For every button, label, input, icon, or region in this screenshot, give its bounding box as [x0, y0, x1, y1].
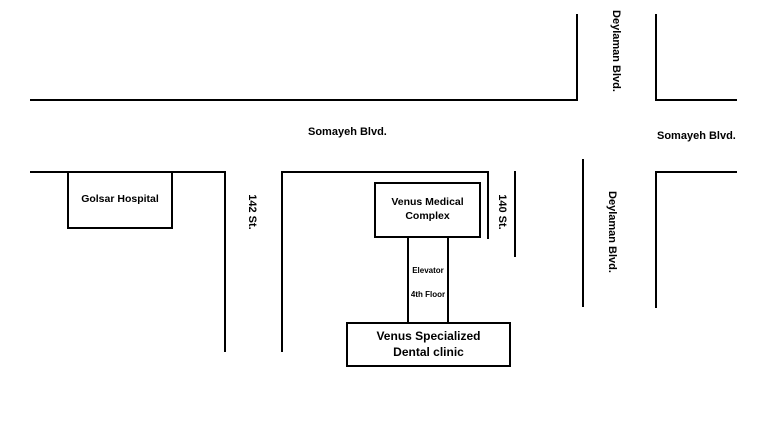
golsar-hospital-box: Golsar Hospital — [67, 171, 173, 229]
golsar-hospital-label: Golsar Hospital — [81, 193, 159, 206]
elevator-corridor-west-line — [407, 237, 409, 323]
dental-clinic-label-line1: Venus Specialized — [376, 328, 481, 343]
road-deylaman-upper-west-line — [576, 14, 578, 101]
somayeh-blvd-label-right: Somayeh Blvd. — [657, 130, 736, 142]
road-somayeh-east-line — [655, 99, 737, 101]
venus-medical-complex-label-line1: Venus Medical — [391, 196, 464, 209]
road-block-center-top-line — [281, 171, 489, 173]
street-142-label: 142 St. — [246, 194, 258, 230]
road-140st-west-line — [487, 171, 489, 239]
deylaman-blvd-label-top: Deylaman Blvd. — [610, 10, 622, 92]
road-142st-west-line — [224, 171, 226, 352]
elevator-corridor-east-line — [447, 237, 449, 323]
street-140-label: 140 St. — [496, 194, 508, 230]
venus-medical-complex-label-line2: Complex — [405, 210, 450, 222]
dental-clinic-label-line2: Dental clinic — [393, 344, 464, 359]
venus-medical-complex-box: Venus Medical Complex — [374, 182, 481, 238]
road-block-right-top-line — [655, 171, 737, 173]
fourth-floor-label: 4th Floor — [410, 290, 446, 299]
elevator-label: Elevator — [412, 266, 444, 275]
road-deylaman-mid-east-line — [655, 171, 657, 308]
road-142st-east-line — [281, 171, 283, 352]
dental-clinic-box: Venus Specialized Dental clinic — [346, 322, 511, 367]
road-somayeh-west-line — [30, 99, 577, 101]
road-deylaman-mid-west-line — [582, 159, 584, 307]
deylaman-blvd-label-mid: Deylaman Blvd. — [606, 191, 618, 273]
somayeh-blvd-label-center: Somayeh Blvd. — [308, 126, 387, 138]
road-140st-east-line — [514, 171, 516, 257]
road-deylaman-upper-east-line — [655, 14, 657, 101]
